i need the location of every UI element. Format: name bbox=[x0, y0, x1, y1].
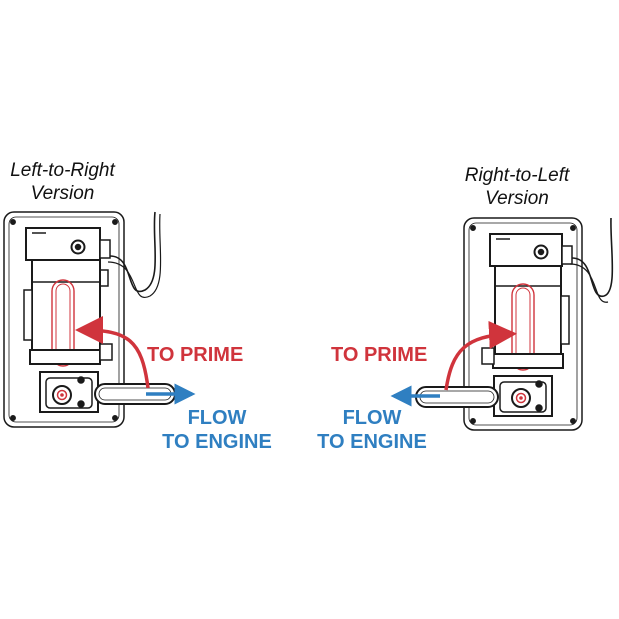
left-prime-arrow-icon bbox=[75, 316, 150, 389]
right-prime-arrow-icon bbox=[444, 320, 517, 391]
right-caption-line2: Version bbox=[485, 188, 549, 209]
left-flow-line1: FLOW bbox=[187, 407, 247, 429]
left-flow-label: FLOW TO ENGINE bbox=[155, 406, 279, 454]
left-prime-label: TO PRIME bbox=[147, 344, 244, 366]
right-caption-line1: Right-to-Left bbox=[464, 165, 570, 186]
left-caption: Left-to-Right Version bbox=[0, 159, 125, 205]
left-caption-line2: Version bbox=[30, 183, 95, 204]
left-pump-assembly-icon bbox=[3, 211, 176, 428]
left-caption-line1: Left-to-Right bbox=[10, 160, 115, 181]
right-flow-line2: TO ENGINE bbox=[317, 431, 427, 453]
left-flow-line2: TO ENGINE bbox=[162, 431, 272, 453]
right-flow-line1: FLOW bbox=[342, 407, 402, 429]
right-prime-label: TO PRIME bbox=[331, 344, 428, 366]
right-flow-label: FLOW TO ENGINE bbox=[310, 406, 434, 454]
right-caption: Right-to-Left Version bbox=[452, 164, 582, 210]
right-pump-assembly-icon bbox=[415, 217, 614, 431]
